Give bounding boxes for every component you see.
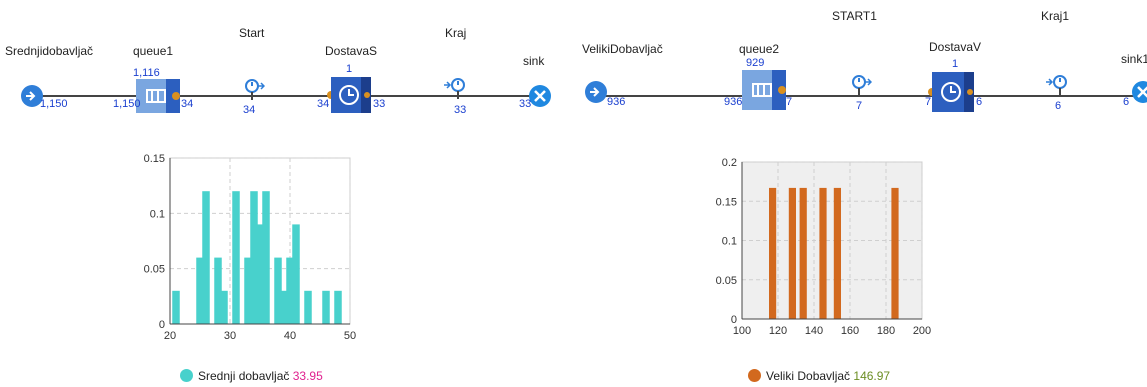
histogram-bar	[232, 191, 240, 324]
histogram-bar	[769, 187, 777, 319]
timemeasure-start-icon[interactable]	[243, 76, 266, 105]
start-count: 34	[243, 104, 256, 116]
source-label: Srednjidobavljač	[5, 44, 94, 58]
y-tick-label: 0	[731, 314, 737, 326]
sink-in-count: 6	[1123, 96, 1130, 108]
delay-label: DostavaV	[929, 40, 982, 54]
histogram-bar	[833, 187, 841, 319]
legend-veliki: Veliki Dobavljač 146.97	[748, 369, 890, 383]
histogram-bar	[891, 187, 899, 319]
histogram-bar	[262, 191, 270, 324]
clock-icon[interactable]	[327, 77, 371, 118]
timemeasure-start-icon[interactable]	[850, 72, 873, 101]
y-tick-label: 0.15	[716, 196, 737, 208]
source-label: VelikiDobavljač	[582, 42, 663, 56]
sink-icon[interactable]	[528, 84, 552, 113]
source-out-count: 1,150	[40, 98, 68, 110]
x-tick-label: 50	[344, 330, 356, 342]
histogram-bar	[304, 290, 312, 324]
y-tick-label: 0.1	[722, 236, 737, 248]
queue-label: queue1	[133, 44, 174, 58]
delay-in-count: 7	[925, 96, 932, 108]
queue-top-count: 1,116	[133, 67, 160, 79]
clock-icon[interactable]	[928, 72, 974, 117]
histogram-bar	[322, 290, 330, 324]
histogram-bar	[220, 290, 228, 324]
legend-value: 146.97	[853, 369, 891, 383]
x-tick-label: 30	[224, 330, 236, 342]
y-tick-label: 0.05	[716, 275, 737, 287]
histogram-bar	[819, 187, 827, 319]
queue-icon[interactable]	[136, 79, 180, 118]
histogram-bar	[280, 290, 288, 324]
x-tick-label: 160	[841, 325, 859, 337]
x-tick-label: 180	[877, 325, 895, 337]
histogram-bar	[244, 257, 252, 324]
histogram-bar	[202, 191, 210, 324]
histogram-bar	[292, 224, 300, 324]
sink-label: sink	[523, 54, 545, 68]
legend-value: 33.95	[292, 369, 323, 383]
connector-line	[596, 95, 1136, 97]
timemeasure-end-icon[interactable]	[1045, 72, 1069, 101]
connector-line	[32, 95, 537, 97]
x-tick-label: 120	[769, 325, 787, 337]
end-count: 6	[1055, 100, 1062, 112]
x-tick-label: 100	[733, 325, 751, 337]
delay-top-count: 1	[952, 58, 959, 70]
histogram-bar	[196, 257, 204, 324]
queue-top-count: 929	[746, 57, 765, 69]
delay-top-count: 1	[346, 63, 353, 75]
end-label: Kraj	[445, 26, 467, 40]
queue-out-count: 34	[181, 98, 194, 110]
delay-label: DostavaS	[325, 44, 378, 58]
legend-srednji: Srednji dobavljač 33.95	[180, 369, 323, 383]
x-tick-label: 40	[284, 330, 296, 342]
histogram-bar	[334, 290, 342, 324]
timemeasure-end-icon[interactable]	[443, 75, 467, 104]
queue-label: queue2	[739, 42, 780, 56]
histogram-bar	[256, 224, 264, 324]
x-tick-label: 200	[913, 325, 931, 337]
histogram-bar	[286, 257, 294, 324]
histogram-veliki: 100 120 140 160 180 200 0 0.05 0.1 0.15 0.2	[716, 157, 932, 337]
y-tick-label: 0.2	[722, 157, 737, 169]
queue-in-count: 936	[724, 96, 743, 108]
x-tick-label: 20	[164, 330, 176, 342]
sink-in-count: 33	[519, 98, 532, 110]
legend-name: Veliki Dobavljač	[766, 369, 851, 383]
start-label: START1	[832, 9, 877, 23]
histogram-srednji: 20 30 40 50 0 0.05 0.1 0.15	[144, 153, 357, 342]
y-tick-label: 0.15	[144, 153, 165, 165]
sink-label: sink1	[1121, 52, 1147, 66]
queue-out-count: 7	[786, 96, 793, 108]
delay-out-count: 33	[373, 98, 386, 110]
start-count: 7	[856, 100, 863, 112]
end-label: Kraj1	[1041, 9, 1070, 23]
legend-marker	[748, 369, 761, 382]
histogram-bar	[250, 191, 258, 324]
source-icon[interactable]	[20, 84, 44, 113]
sink-icon[interactable]	[1131, 80, 1147, 109]
start-label: Start	[239, 26, 265, 40]
histogram-bar	[799, 187, 807, 319]
y-tick-label: 0.1	[150, 208, 165, 220]
delay-in-count: 34	[317, 98, 330, 110]
source-icon[interactable]	[584, 80, 608, 109]
queue-icon[interactable]	[742, 70, 786, 115]
legend-marker	[180, 369, 193, 382]
y-tick-label: 0	[159, 319, 165, 331]
queue-in-count: 1,150	[113, 98, 141, 110]
legend-name: Srednji dobavljač	[198, 369, 290, 383]
histogram-bar	[172, 290, 180, 324]
histogram-bar	[788, 187, 796, 319]
histogram-bar	[214, 257, 222, 324]
x-tick-label: 140	[805, 325, 823, 337]
end-count: 33	[454, 104, 467, 116]
source-out-count: 936	[607, 96, 626, 108]
delay-out-count: 6	[976, 96, 983, 108]
histogram-bar	[274, 257, 282, 324]
y-tick-label: 0.05	[144, 264, 165, 276]
